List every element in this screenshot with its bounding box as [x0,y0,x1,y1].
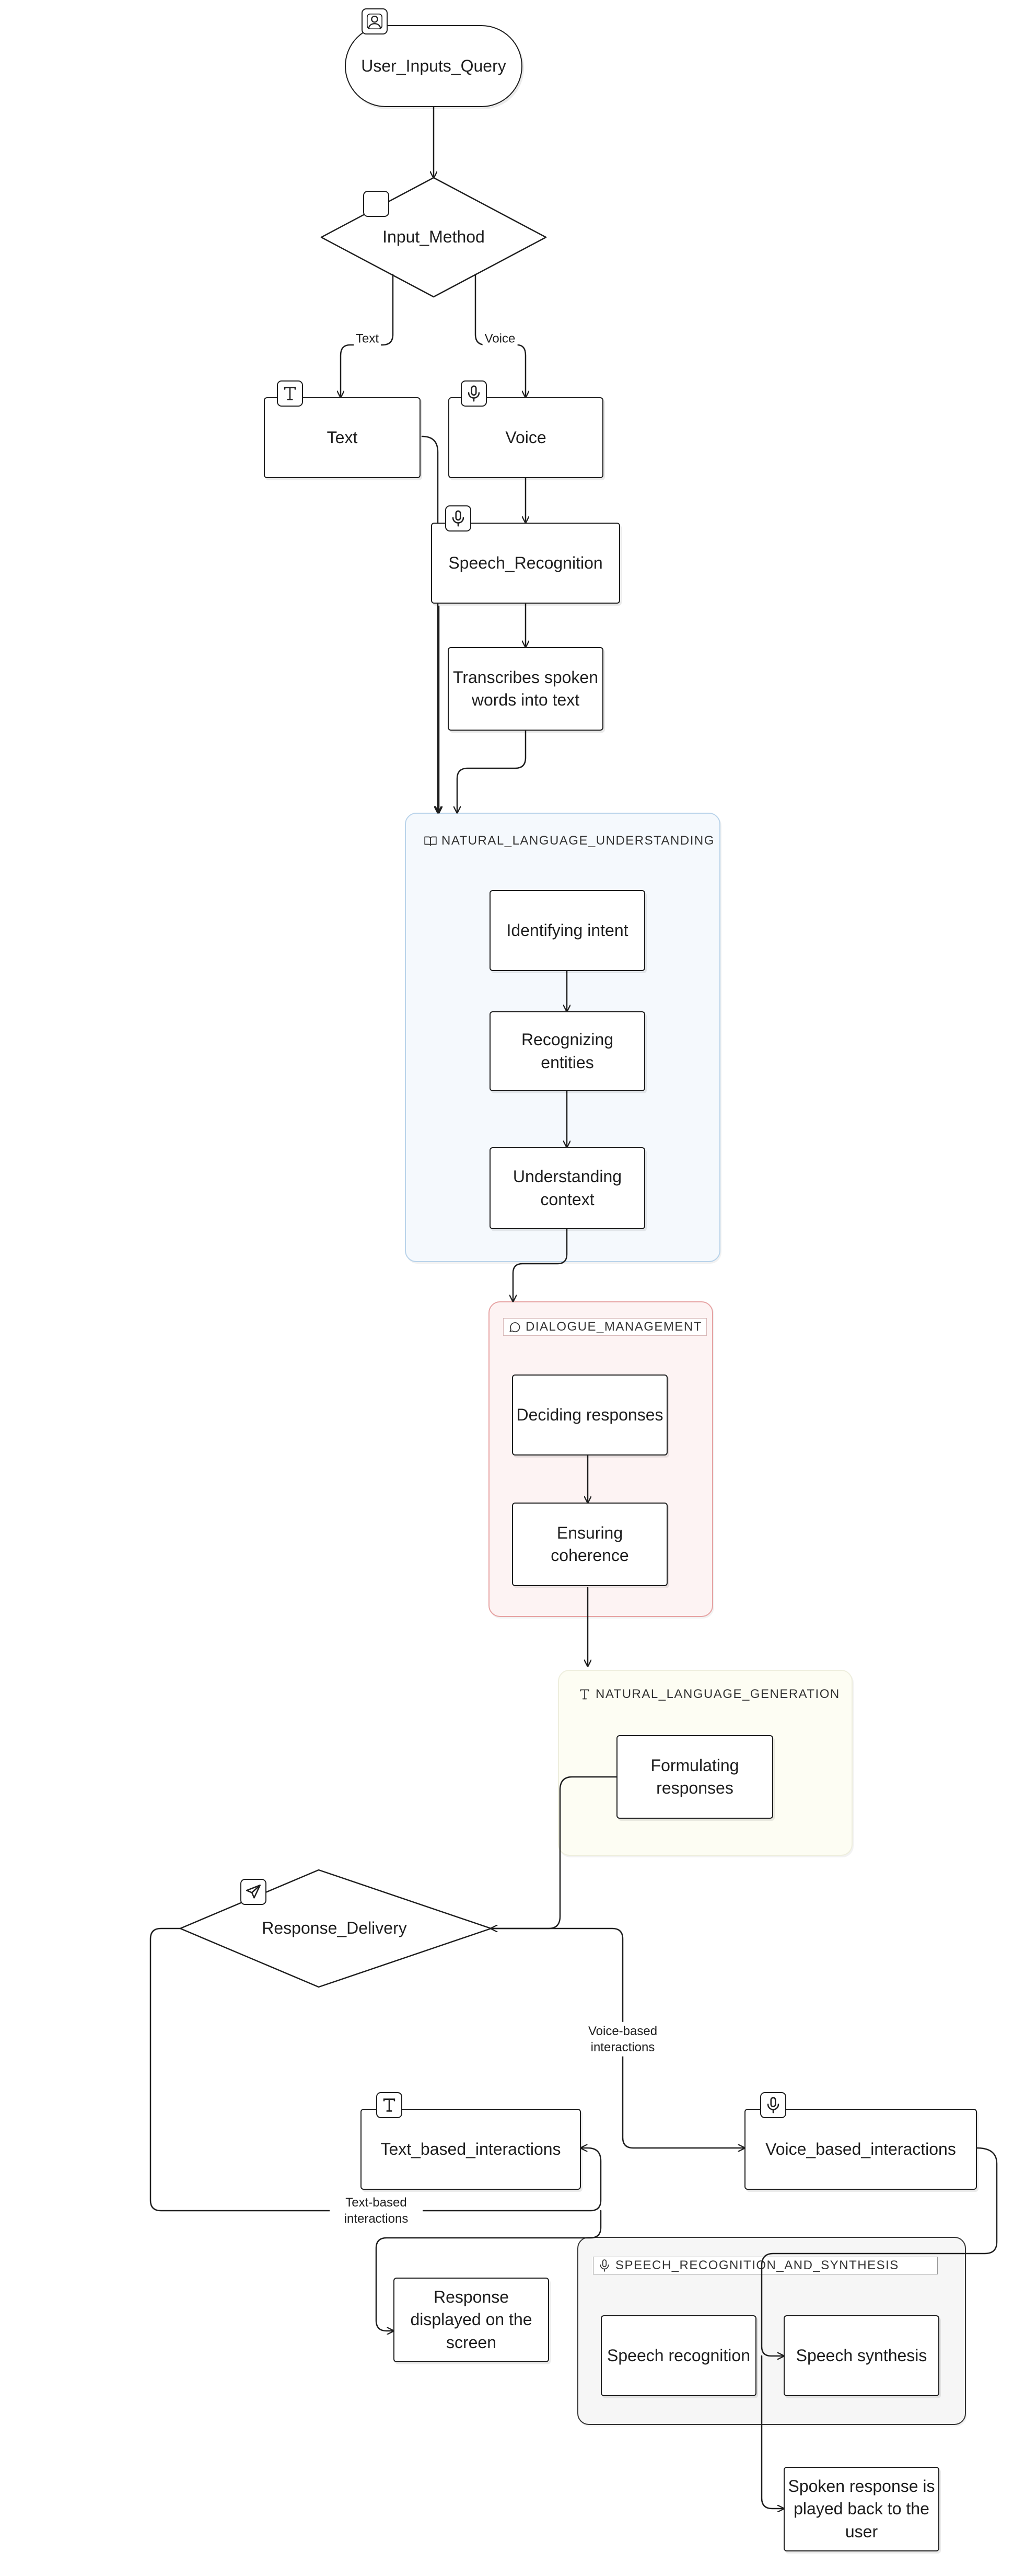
type-icon [580,1689,589,1700]
microphone-icon [452,510,464,527]
srs-group-label: SPEECH_RECOGNITION_AND_SYNTHESIS [593,2257,938,2274]
edge-srs-to-spoken [761,2355,784,2509]
edge-label-voice: Voice [482,329,518,348]
edge-text-to-nlu [421,435,438,813]
book-icon [424,836,437,846]
edge-nlu-to-dm [513,1228,568,1301]
nlu-group-label: NATURAL_LANGUAGE_UNDERSTANDING [420,832,719,850]
response-delivery-badge [240,1879,266,1905]
edge-label-text-based: Text-based interactions [330,2193,423,2228]
understanding-context-node[interactable]: Understanding context [490,1147,645,1229]
dm-group-title: DIALOGUE_MANAGEMENT [526,1320,702,1334]
speech-recognition-badge [445,505,471,532]
user-badge [362,8,388,34]
user-icon [366,13,383,30]
dm-group-label: DIALOGUE_MANAGEMENT [503,1318,707,1336]
input-method-node[interactable]: Input_Method [382,227,485,247]
input-method-badge [363,191,389,217]
voice-based-interactions-node[interactable]: Voice_based_interactions [744,2109,977,2190]
response-delivery-node[interactable]: Response_Delivery [262,1919,407,1938]
text-based-interactions-node[interactable]: Text_based_interactions [360,2109,581,2190]
user-inputs-query-node[interactable]: User_Inputs_Query [345,25,522,107]
speech-synthesis-node[interactable]: Speech synthesis [784,2315,939,2396]
ensuring-coherence-node[interactable]: Ensuring coherence [512,1503,668,1586]
type-icon [284,387,296,400]
deciding-responses-node[interactable]: Deciding responses [512,1374,668,1456]
type-icon [383,2098,395,2112]
response-displayed-node[interactable]: Response displayed on the screen [393,2278,549,2362]
srs-group-title: SPEECH_RECOGNITION_AND_SYNTHESIS [615,2258,899,2272]
voice-badge [461,380,487,407]
microphone-icon [767,2097,779,2113]
edge-label-text: Text [353,329,381,348]
edge-label-voice-based: Voice-based interactions [576,2021,669,2057]
edge-voice-based-to-srs [761,2147,998,2356]
text-based-badge [376,2092,402,2118]
voice-node[interactable]: Voice [448,397,603,478]
edge-text-based-to-displayed [375,2210,602,2331]
microphone-icon [600,2259,609,2272]
edge-transcribe-to-nlu [457,730,527,813]
text-node[interactable]: Text [264,397,421,478]
blank-icon [367,195,385,213]
nlu-group-title: NATURAL_LANGUAGE_UNDERSTANDING [441,834,715,848]
recognizing-entities-node[interactable]: Recognizing entities [490,1011,645,1091]
speech-recognition-node[interactable]: Speech_Recognition [431,523,620,604]
nlg-group-title: NATURAL_LANGUAGE_GENERATION [596,1687,840,1701]
microphone-icon [468,385,480,402]
voice-based-badge [760,2092,786,2118]
formulating-responses-node[interactable]: Formulating responses [616,1735,773,1819]
speech-recognition-2-node[interactable]: Speech recognition [601,2315,756,2396]
chat-bubble-icon [509,1322,520,1333]
spoken-response-node[interactable]: Spoken response is played back to the us… [784,2467,939,2551]
transcribes-node[interactable]: Transcribes spoken words into text [448,647,603,731]
send-icon [246,1884,261,1899]
edge-nlg-to-delivery [491,1776,618,1928]
text-badge [277,380,303,407]
identifying-intent-node[interactable]: Identifying intent [490,890,645,971]
nlg-group-label: NATURAL_LANGUAGE_GENERATION [574,1685,844,1703]
